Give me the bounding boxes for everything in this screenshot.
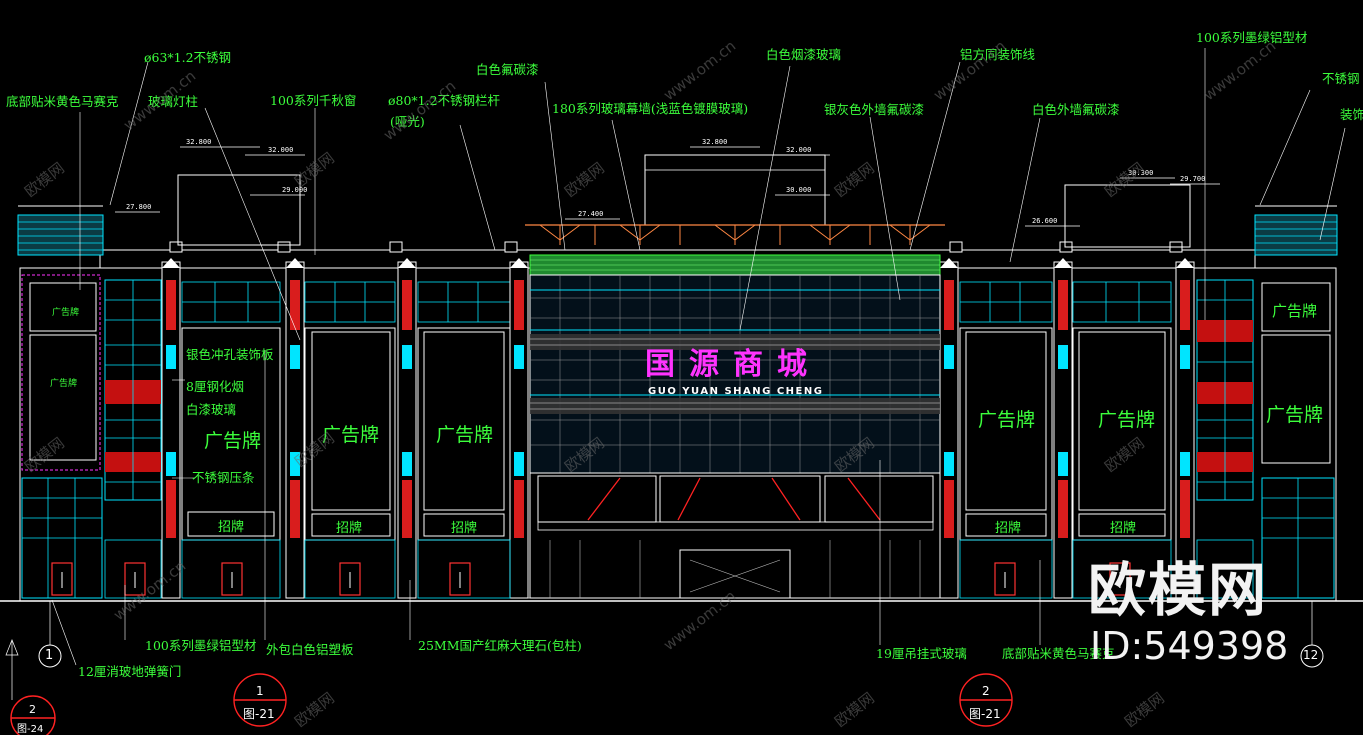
label-glass-lamp-post: 玻璃灯柱	[148, 94, 199, 109]
detail-ref-number: 2	[982, 684, 990, 698]
leader-lines	[51, 48, 1346, 666]
small-sign: 招牌	[995, 521, 1022, 536]
ad-panel: 广告牌	[52, 308, 80, 318]
level-value: 30.000	[786, 186, 812, 194]
label-steel-pipe-63: ø63*1.2不锈钢	[144, 50, 232, 65]
detail-callouts	[10, 673, 1013, 735]
label-white-painted-glass: 白色烟漆玻璃	[766, 47, 842, 62]
level-value: 27.400	[578, 210, 604, 218]
detail-ref-sheet: 图-21	[969, 707, 1001, 721]
ad-panel: 广告牌	[1098, 409, 1156, 431]
label-bottom-mosaic: 底部贴米黄色马赛克	[6, 94, 119, 109]
roof-pergola	[177, 154, 1191, 248]
label-stainless-steel: 不锈钢	[1322, 71, 1360, 86]
mall-sign-chinese: 国源商城	[645, 347, 821, 382]
grid-axis-lines	[5, 601, 1313, 700]
level-value: 32.000	[786, 146, 812, 154]
label-curtain-wall-180: 180系列玻璃幕墙(浅蓝色镀膜玻璃)	[552, 101, 749, 116]
label-white-fluorocarbon: 白色氟碳漆	[476, 62, 539, 77]
small-sign: 招牌	[336, 521, 363, 536]
storefront-doors	[51, 539, 1254, 599]
detail-ref-number: 1	[256, 684, 264, 698]
level-value: 26.600	[1032, 217, 1058, 225]
watermark-id: ID:549398	[1090, 624, 1289, 668]
ad-panel: 广告牌	[204, 430, 262, 452]
label-aluminum-trim: 铝方同装饰线	[960, 47, 1036, 62]
axis-label-12: 12	[1303, 648, 1319, 662]
ad-panel: 广告牌	[1266, 404, 1324, 426]
label-perforated-panel: 银色冲孔装饰板	[186, 347, 274, 362]
label-matte: (哑光)	[390, 114, 425, 129]
label-bottom-mosaic-right: 底部贴米黄色马赛克	[1002, 646, 1115, 661]
right-tower	[1254, 205, 1338, 599]
ad-panel: 广告牌	[50, 379, 78, 389]
central-curtain-wall	[529, 254, 941, 599]
small-sign: 招牌	[1110, 521, 1137, 536]
label-tempered-glass: 8厘钢化烟	[186, 379, 244, 394]
label-red-marble: 25MM国产红麻大理石(包柱)	[418, 638, 582, 653]
axis-label-1: 1	[45, 648, 54, 663]
label-green-aluminum-top: 100系列墨绿铝型材	[1196, 30, 1308, 45]
mall-sign-pinyin: GUO YUAN SHANG CHENG	[648, 386, 824, 397]
left-tower	[17, 205, 104, 599]
level-value: 27.800	[126, 203, 152, 211]
ad-panel: 广告牌	[436, 424, 494, 446]
level-markers	[115, 146, 1220, 227]
level-value: 32.800	[702, 138, 728, 146]
label-swing-window: 100系列千秋窗	[270, 93, 357, 108]
level-value: 32.000	[268, 146, 294, 154]
level-value: 32.800	[186, 138, 212, 146]
detail-ref-sheet: 图-21	[243, 707, 275, 721]
label-white-exterior-paint: 白色外墙氟碳漆	[1032, 102, 1120, 117]
ad-panel: 广告牌	[322, 424, 380, 446]
watermark-logo: 欧模网	[1088, 556, 1269, 624]
label-steel-railing-80: ø80*1.2不锈钢栏杆	[388, 93, 501, 108]
ad-panel: 广告牌	[1272, 302, 1318, 320]
label-silver-gray-paint: 银灰色外墙氟碳漆	[824, 102, 925, 117]
label-steel-strip: 不锈钢压条	[192, 470, 255, 485]
level-value: 29.000	[282, 186, 308, 194]
small-sign: 招牌	[451, 521, 478, 536]
label-white-glass: 白漆玻璃	[186, 402, 237, 417]
small-sign: 招牌	[218, 520, 245, 535]
label-aluminum-composite: 外包白色铝塑板	[266, 642, 354, 657]
level-value: 30.300	[1128, 169, 1154, 177]
axis-bubbles	[38, 644, 1324, 668]
label-decoration: 装饰	[1340, 107, 1363, 122]
detail-ref-number: 2	[29, 703, 36, 716]
level-value: 29.700	[1180, 175, 1206, 183]
label-floor-spring-door: 12厘消玻地弹簧门	[78, 664, 182, 679]
label-green-aluminum-bottom: 100系列墨绿铝型材	[145, 638, 257, 653]
detail-ref-sheet: 图-24	[17, 724, 44, 735]
side-window-strips	[104, 279, 1254, 501]
label-hanging-glass: 19厘吊挂式玻璃	[876, 646, 967, 661]
ad-panel: 广告牌	[978, 409, 1036, 431]
pilasters	[161, 258, 1195, 599]
